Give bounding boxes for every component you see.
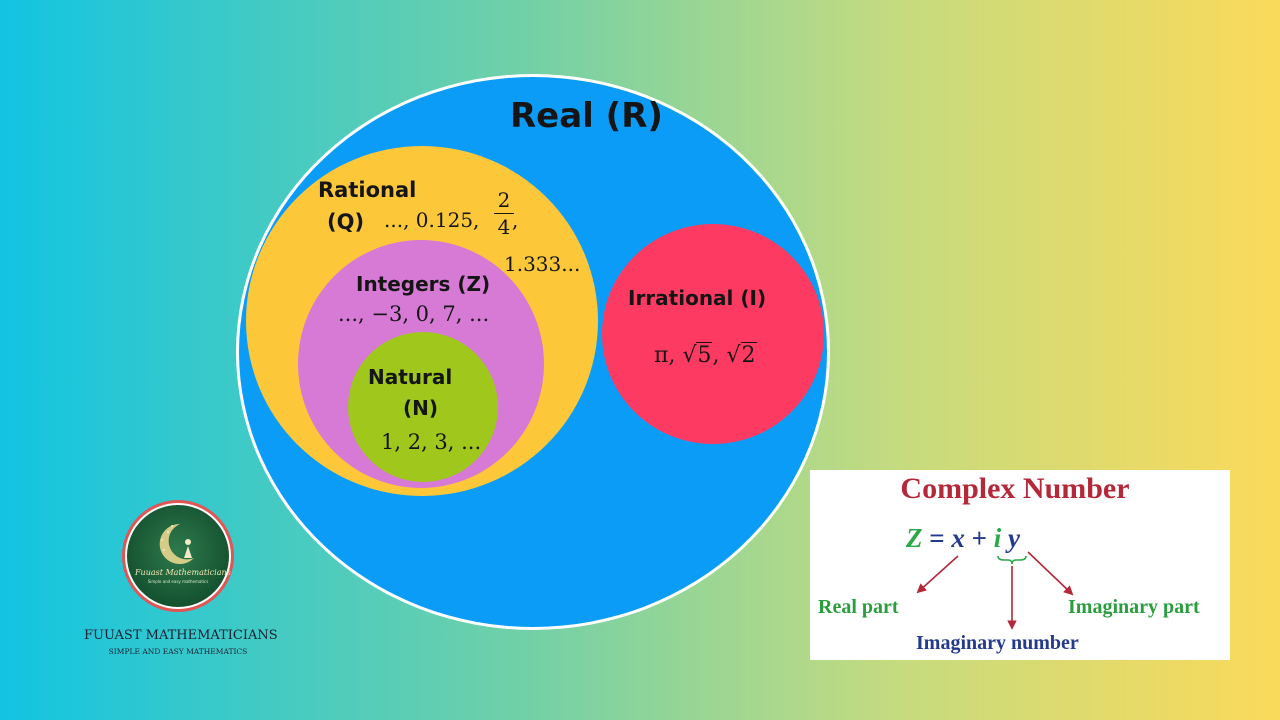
logo-badge: [127, 505, 229, 607]
integers-label: Integers (Z): [356, 272, 491, 296]
complex-number-panel: [810, 470, 1230, 660]
formula-z: Z: [906, 523, 923, 553]
formula-y: y: [1001, 523, 1021, 553]
fraction-bar: [494, 213, 514, 214]
sqrt-five: √5: [682, 342, 713, 368]
natural-symbol: (N): [403, 396, 439, 420]
formula-i: i: [993, 523, 1002, 553]
radicand-five: 5: [696, 342, 713, 368]
rational-fraction: 2 4: [494, 188, 514, 239]
arrow-to-imaginary-part: [1027, 551, 1074, 596]
imaginary-part-label: Imaginary part: [1068, 596, 1200, 618]
imaginary-number-label: Imaginary number: [916, 632, 1079, 654]
irrational-examples: π, √5, √2: [654, 342, 757, 368]
complex-number-title: Complex Number: [900, 472, 1130, 505]
rational-label: Rational: [318, 178, 417, 202]
natural-numbers-circle: [348, 332, 498, 482]
real-numbers-title: Real (R): [510, 96, 663, 136]
natural-label: Natural: [368, 365, 453, 389]
radicand-two: 2: [740, 342, 757, 368]
rational-fraction-comma: ,: [512, 208, 519, 232]
formula-x: x: [951, 523, 965, 553]
imaginary-brace: [997, 555, 1027, 565]
irrational-numbers-circle: [602, 224, 824, 444]
separator-comma: ,: [712, 343, 720, 368]
organization-tagline: SIMPLE AND EASY MATHEMATICS: [108, 647, 248, 656]
formula-plus: +: [964, 523, 994, 553]
logo-tagline: Simple and easy mathematics: [147, 579, 209, 584]
pi-symbol: π,: [654, 343, 676, 368]
sqrt-two: √2: [726, 342, 757, 368]
natural-examples: 1, 2, 3, ...: [381, 430, 482, 454]
formula-equals: =: [922, 523, 952, 553]
sqrt-sign: √: [726, 343, 741, 368]
rational-examples-continued: 1.333...: [504, 252, 581, 276]
arrow-to-real-part: [916, 555, 959, 594]
crescent-moon-icon: [159, 523, 194, 564]
real-part-label: Real part: [818, 596, 899, 618]
fraction-numerator: 2: [497, 188, 511, 212]
rational-symbol: (Q): [327, 210, 365, 234]
fraction-denominator: 4: [497, 215, 511, 239]
rational-examples: ..., 0.125,: [384, 208, 480, 232]
integers-examples: ..., −3, 0, 7, ...: [338, 302, 490, 326]
logo-script-text: Fuuast Mathematicians: [135, 568, 231, 577]
organization-name: FUUAST MATHEMATICIANS: [84, 628, 278, 643]
complex-arrows: [916, 551, 1074, 630]
complex-formula: Z = x + i y: [906, 523, 1020, 554]
irrational-label: Irrational (I): [628, 286, 767, 310]
sqrt-sign: √: [682, 343, 697, 368]
